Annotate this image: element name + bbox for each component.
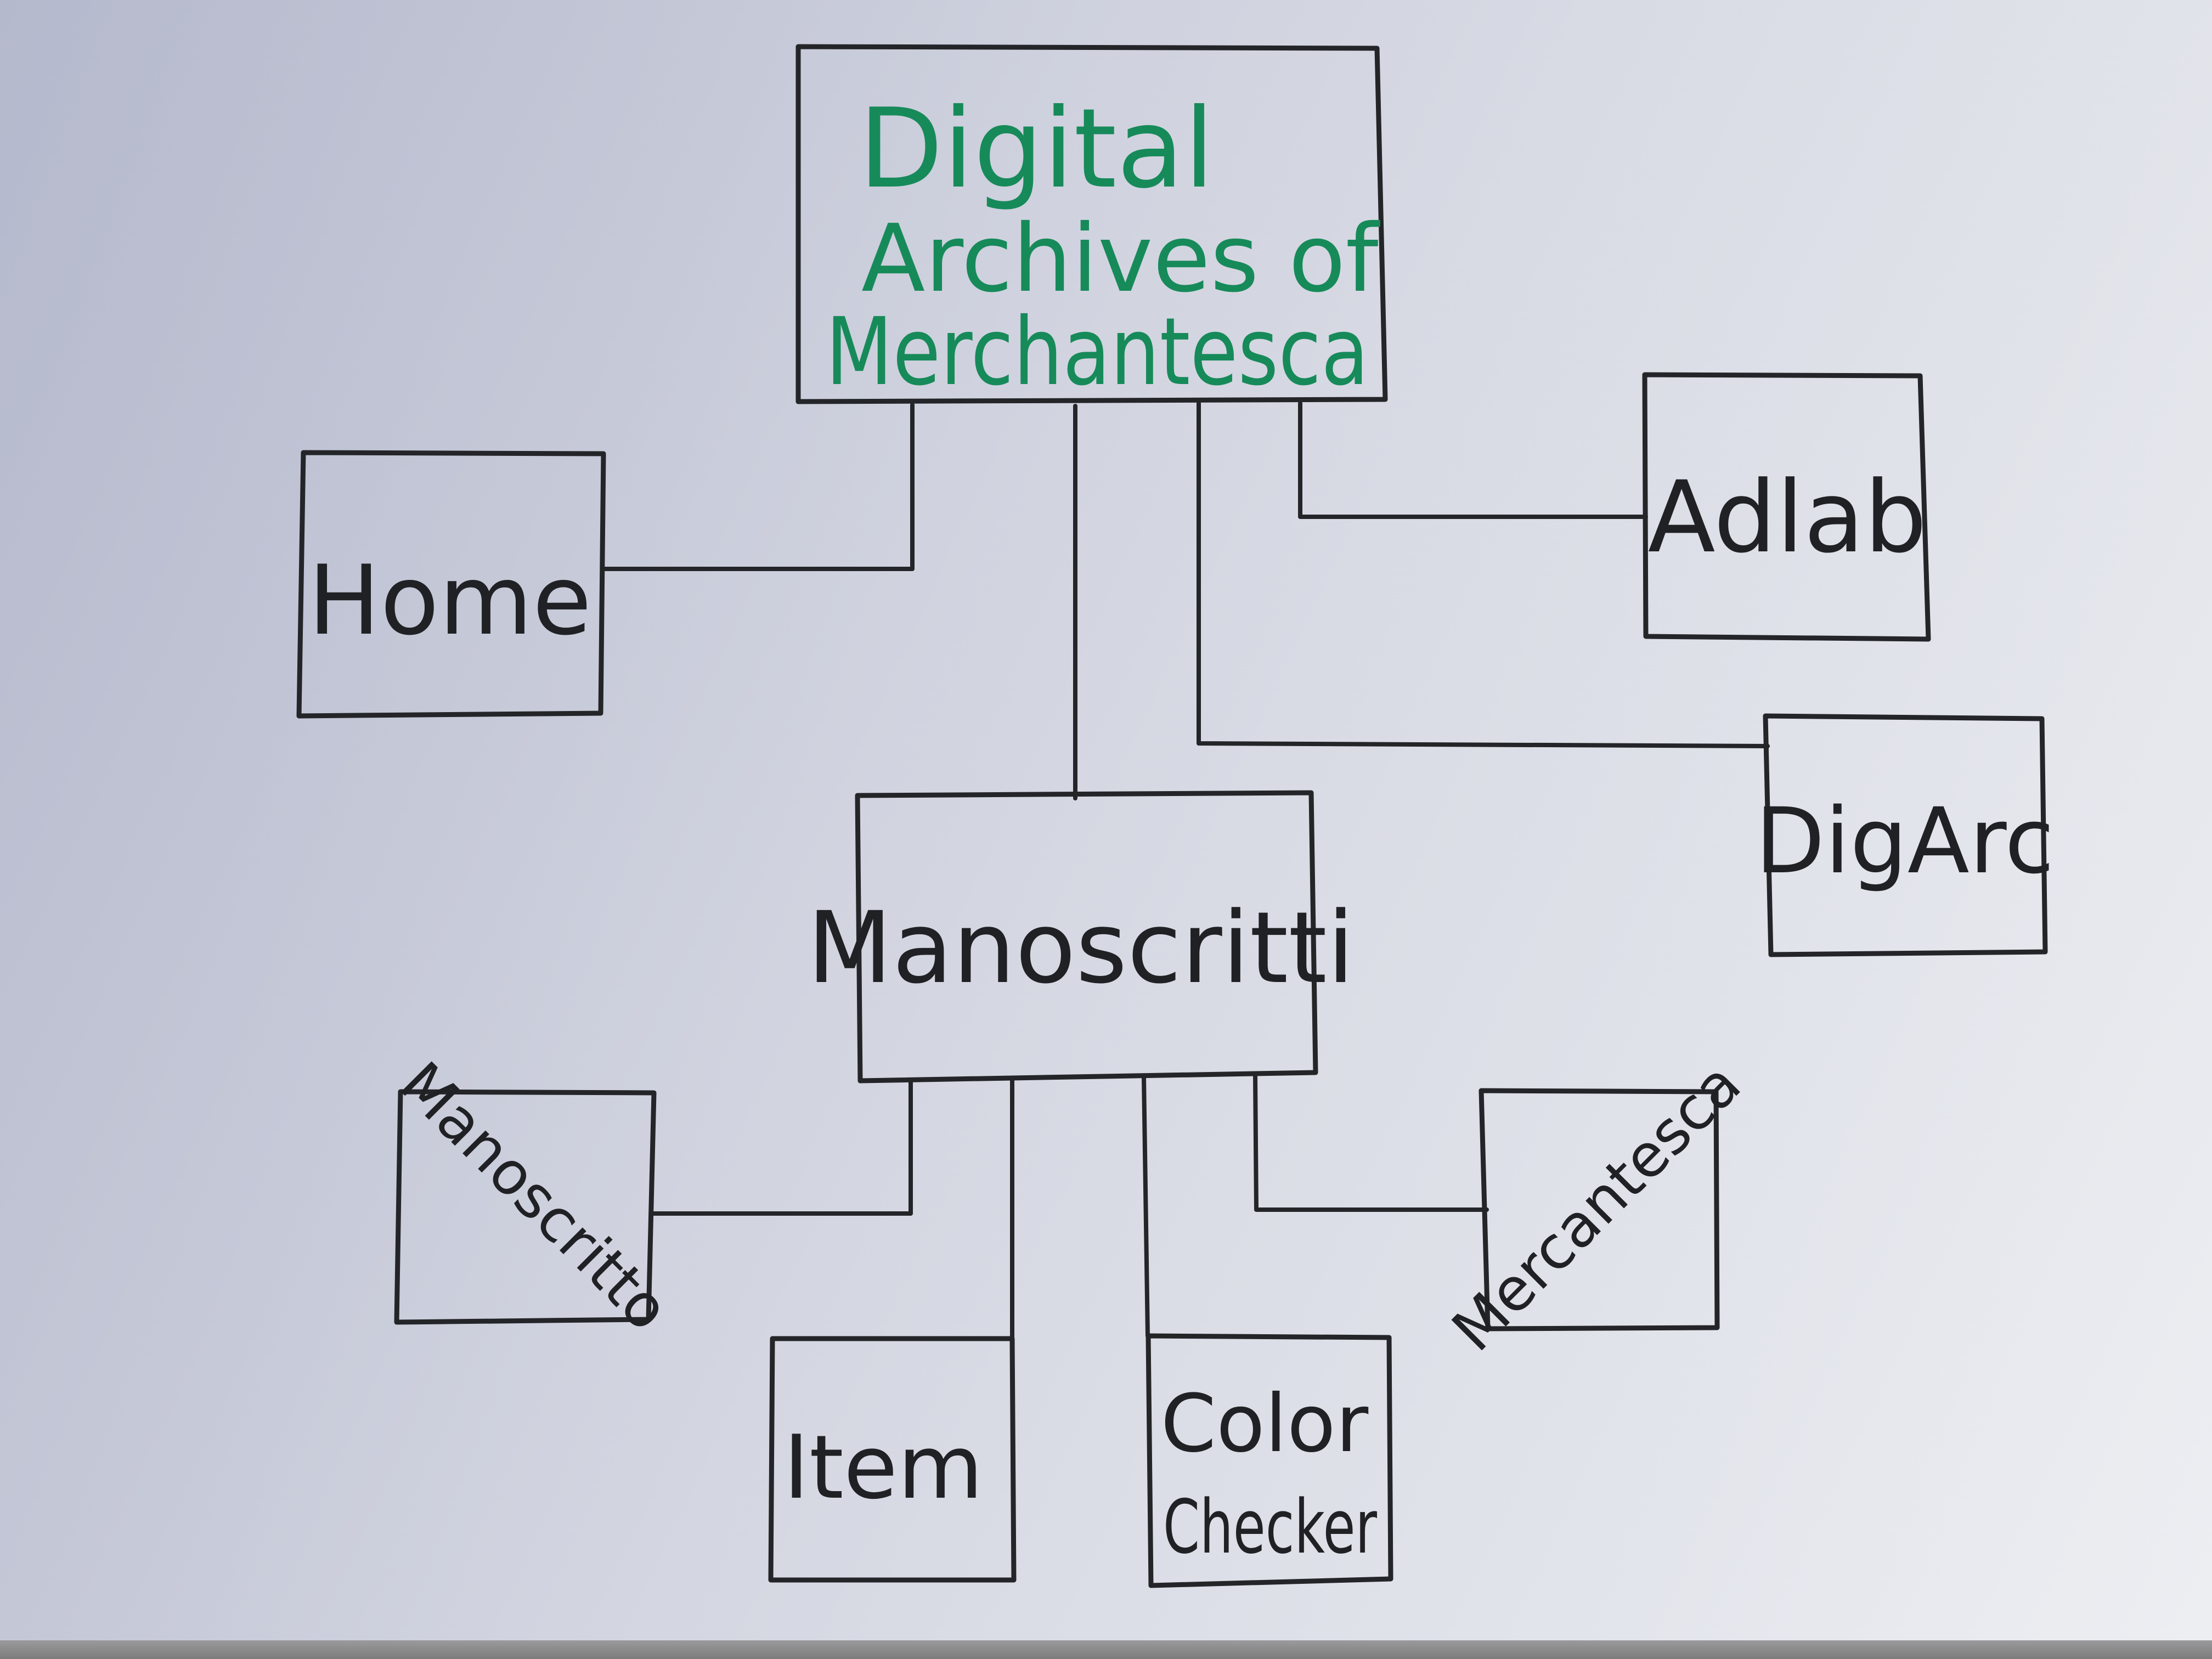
manoscritti-label: Manoscritti (807, 891, 1355, 1006)
edge-manoscritti-manoscritto (650, 1079, 913, 1216)
item-box (768, 1336, 1017, 1583)
node-mercantesca: Mercantesca (1440, 1050, 1754, 1365)
node-home: Home (296, 450, 606, 719)
adlab-label: Adlab (1648, 460, 1927, 575)
mercantesca-box (1479, 1088, 1720, 1331)
edge-root-home (601, 403, 915, 571)
edge-manoscritti-mercantesca (1253, 1073, 1489, 1212)
connectors (601, 401, 1770, 1341)
home-label: Home (308, 545, 592, 657)
home-box (296, 450, 606, 719)
adlab-box (1642, 372, 1931, 642)
root-title-line1: Digital (859, 85, 1215, 213)
edge-root-digarc (1197, 401, 1770, 748)
digarc-label: DigArc (1755, 788, 2054, 894)
manoscritti-box (855, 790, 1318, 1084)
color-checker-box (1146, 1333, 1393, 1588)
table-edge (0, 1640, 2212, 1659)
node-manoscritto: Manoscritto (387, 1049, 681, 1344)
edge-root-adlab (1298, 401, 1648, 519)
node-adlab: Adlab (1642, 372, 1931, 642)
color-checker-label-line1: Color (1161, 1378, 1369, 1470)
node-manoscritti: Manoscritti (807, 790, 1355, 1084)
node-root: Digital Archives of Merchantesca (795, 44, 1388, 407)
manoscritto-box (394, 1089, 657, 1325)
edge-manoscritti-color-checker (1142, 1076, 1150, 1338)
item-label: Item (783, 1416, 983, 1519)
root-box (795, 44, 1388, 404)
digarc-box (1763, 713, 2048, 957)
node-digarc: DigArc (1755, 713, 2055, 957)
color-checker-label-line2: Checker (1163, 1484, 1377, 1570)
root-title-line2: Archives of (861, 205, 1381, 313)
node-color-checker: Color Checker (1146, 1333, 1393, 1588)
node-item: Item (768, 1336, 1017, 1583)
root-title-line3: Merchantesca (826, 298, 1369, 407)
